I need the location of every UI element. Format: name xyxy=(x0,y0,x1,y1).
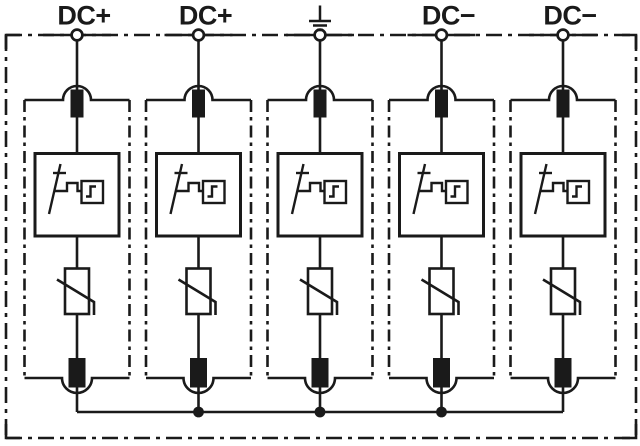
terminal-1-label: DC+ xyxy=(57,1,110,31)
protection-module-3 xyxy=(266,39,374,414)
terminal-1-circle xyxy=(70,28,84,42)
protection-module-1 xyxy=(23,39,131,414)
terminal-4-circle xyxy=(434,28,449,42)
terminals xyxy=(70,28,570,42)
terminal-4-label: DC− xyxy=(422,1,475,31)
earth-ground-icon xyxy=(309,5,331,32)
terminal-2-label: DC+ xyxy=(179,1,232,31)
protection-module-2 xyxy=(144,39,253,414)
terminal-5-circle xyxy=(556,28,570,42)
terminal-5-label: DC− xyxy=(543,1,596,31)
terminal-2-circle xyxy=(191,28,206,42)
protection-module-5 xyxy=(509,39,617,414)
device-enclosure-border xyxy=(4,33,638,440)
protection-module-4 xyxy=(387,39,496,414)
